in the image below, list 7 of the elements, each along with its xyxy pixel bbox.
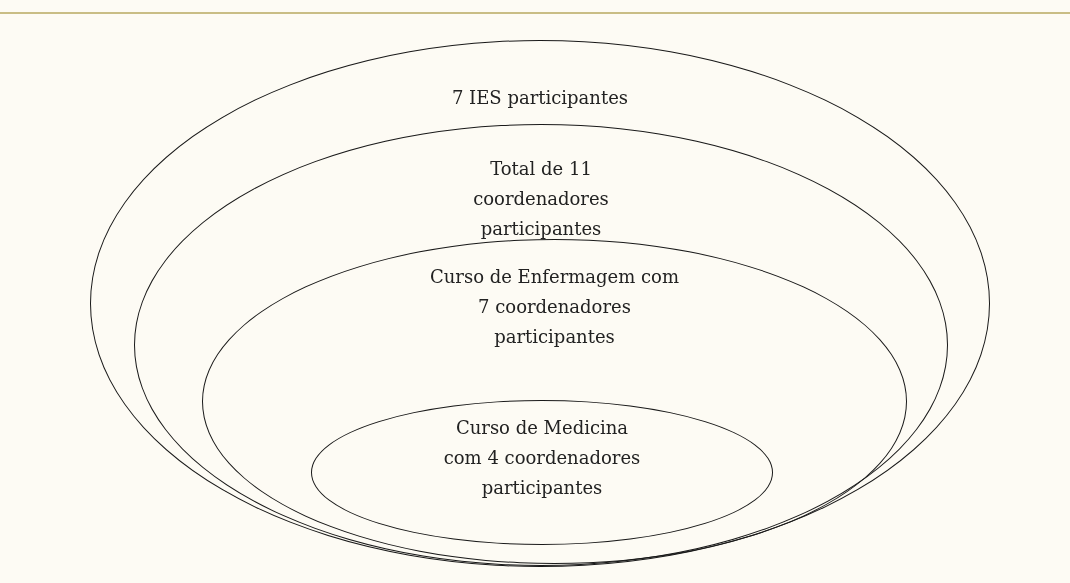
ellipse <box>90 40 990 567</box>
ellipse-label: Curso de Medicina com 4 coordenadores participantes <box>442 416 642 500</box>
ellipse-label: Curso de Enfermagem com 7 coordenadores participantes <box>429 265 680 349</box>
ellipse-label: 7 IES participantes <box>450 86 630 110</box>
ellipse <box>311 400 773 545</box>
ellipse-label: Total de 11 coordenadores participantes <box>472 157 610 241</box>
ellipse <box>202 239 907 564</box>
